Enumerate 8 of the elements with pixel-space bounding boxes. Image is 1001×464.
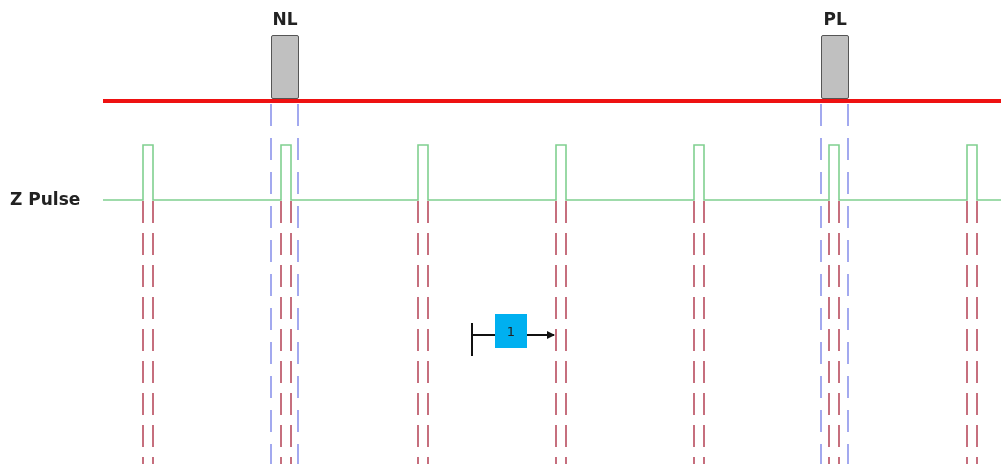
gate-label: PL [823,9,847,29]
gate-block [271,35,299,99]
step-box [495,314,527,348]
gate-block [821,35,849,99]
gate-label: NL [272,9,298,29]
signal-label: Z Pulse [10,189,81,209]
arrow [526,331,555,339]
step-number: 1 [506,323,516,339]
